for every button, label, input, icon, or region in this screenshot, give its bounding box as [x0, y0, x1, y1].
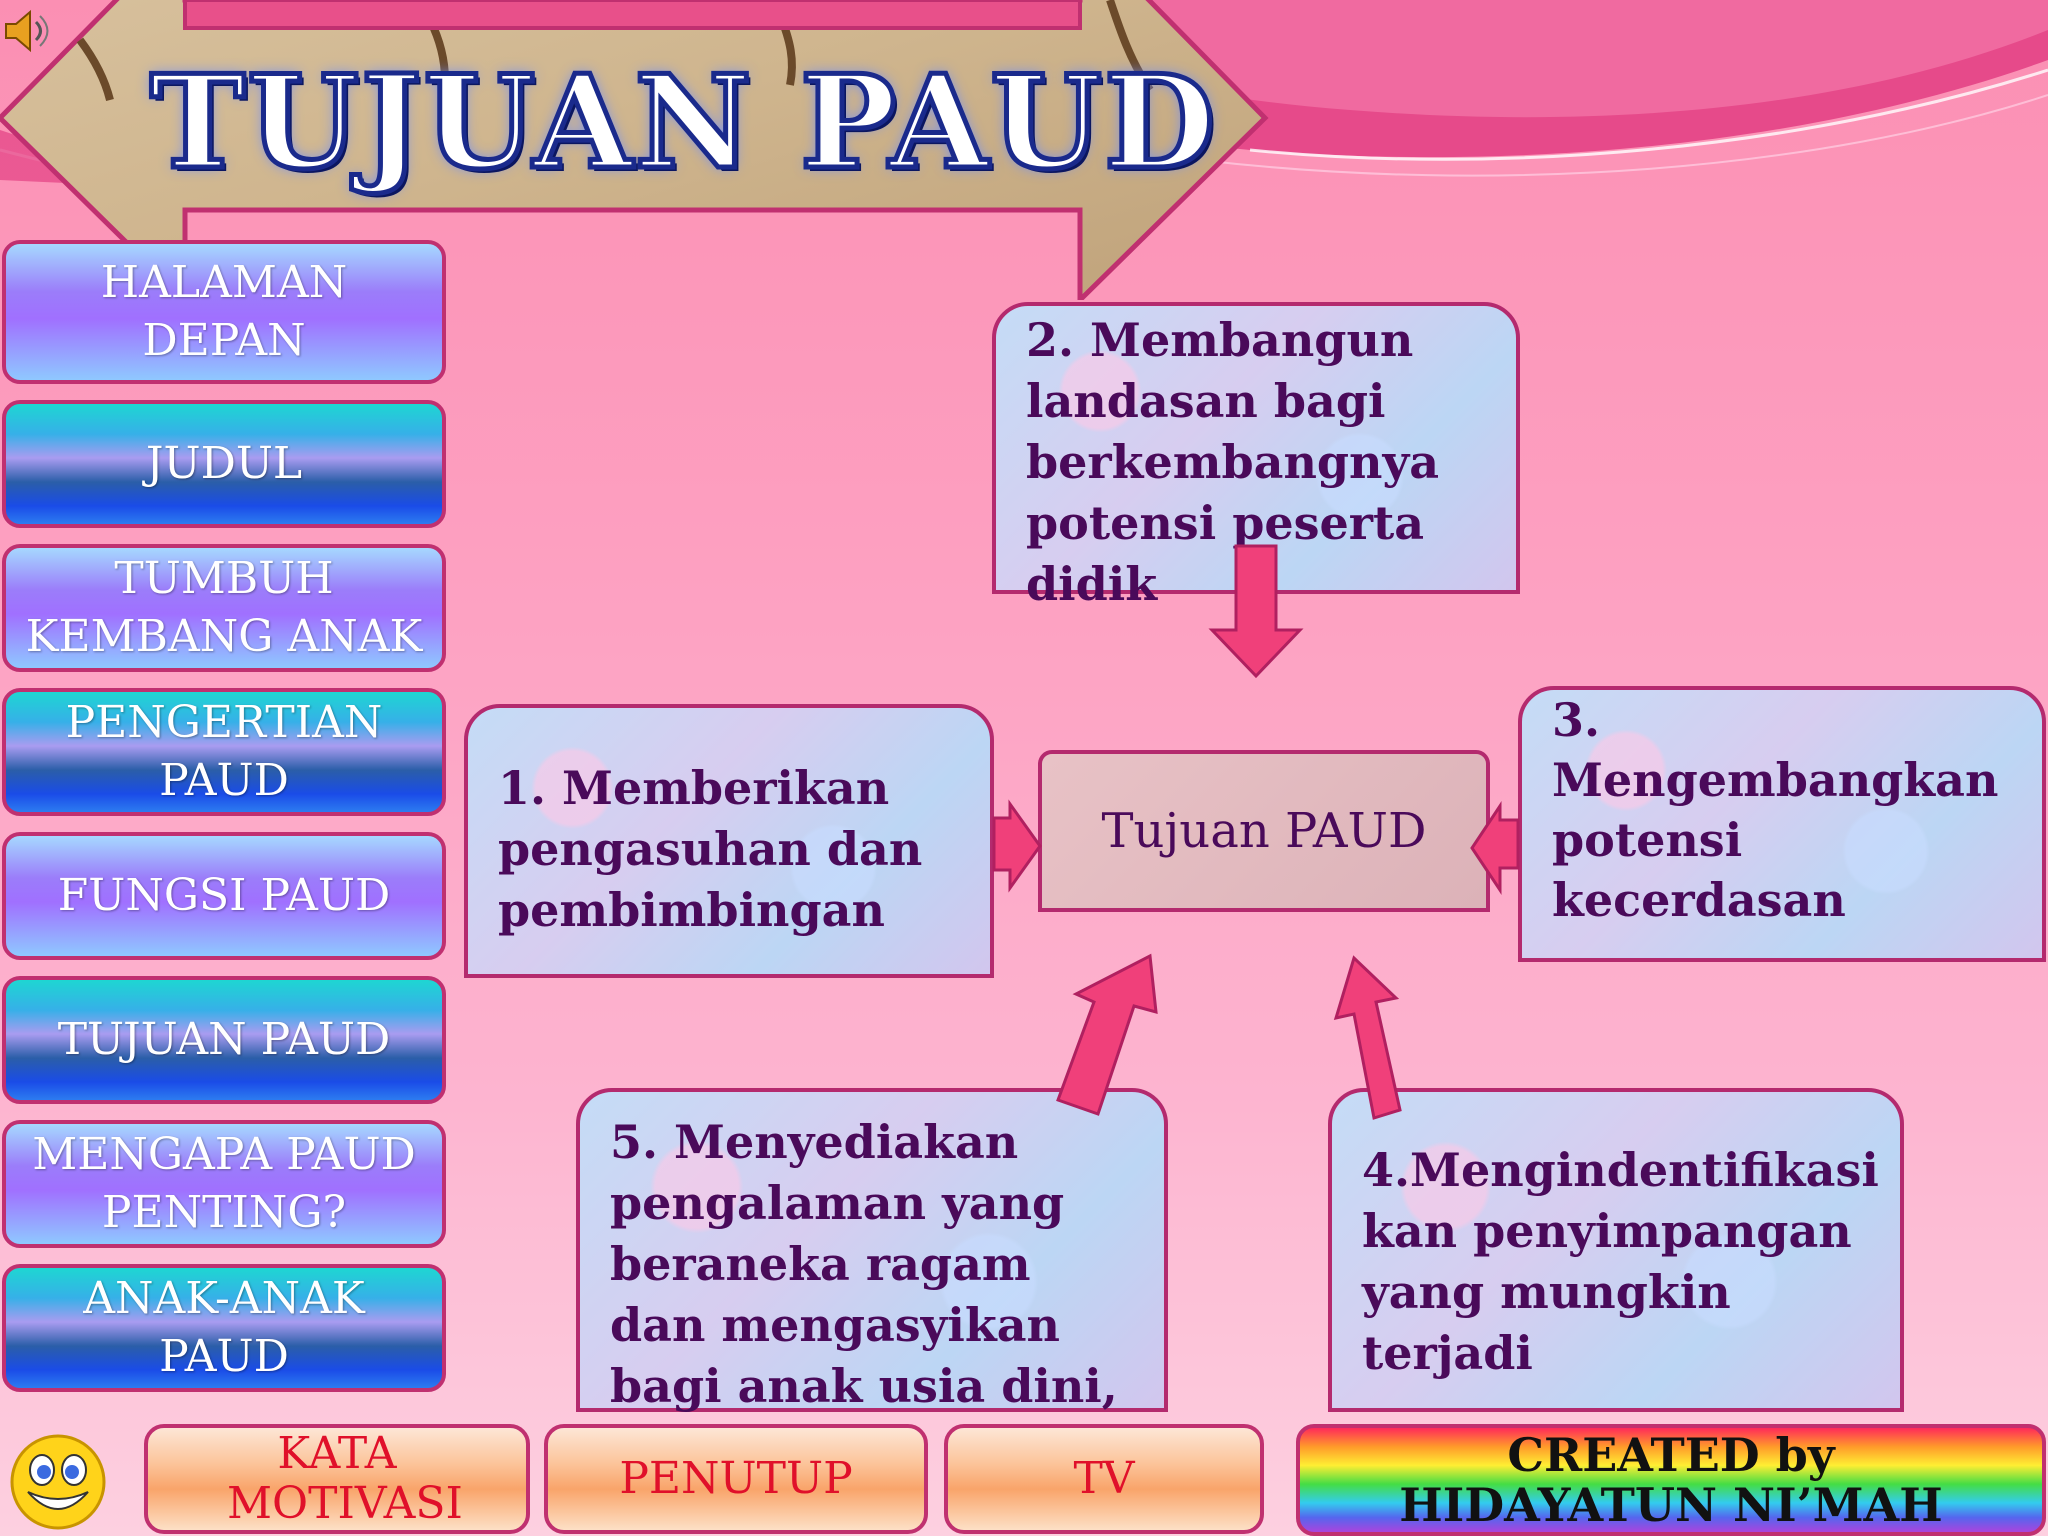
nav-pengertian-paud-button[interactable]: PENGERTIAN PAUD [2, 688, 446, 816]
goal-2-text: 2. Membangun landasan bagi berkembangnya… [1026, 313, 1440, 611]
goal-3-text: 3. Mengembangkan potensi kecerdasan [1552, 693, 1999, 927]
penutup-button[interactable]: PENUTUP [544, 1424, 928, 1534]
nav-label: HALAMAN DEPAN [100, 257, 348, 366]
goal-1-text: 1. Memberikan pengasuhan dan pembimbinga… [498, 761, 923, 937]
tv-button[interactable]: TV [944, 1424, 1264, 1534]
goal-1-box: 1. Memberikan pengasuhan dan pembimbinga… [464, 704, 994, 978]
title-banner-arrow [0, 0, 1269, 300]
nav-tumbuh-kembang-anak-button[interactable]: TUMBUH KEMBANG ANAK [2, 544, 446, 672]
tv-label: TV [1073, 1453, 1135, 1504]
center-tujuan-paud-box: Tujuan PAUD [1038, 750, 1490, 912]
speaker-icon[interactable] [2, 6, 50, 56]
nav-label: ANAK-ANAK PAUD [83, 1273, 365, 1382]
goal-5-box: 5. Menyediakan pengalaman yang beraneka … [576, 1088, 1168, 1413]
nav-halaman-depan-button[interactable]: HALAMAN DEPAN [2, 240, 446, 384]
credit-text: CREATED by HIDAYATUN NI’MAH [1399, 1428, 1943, 1532]
penutup-label: PENUTUP [619, 1453, 853, 1504]
nav-label: JUDUL [145, 438, 303, 489]
credit-banner: CREATED by HIDAYATUN NI’MAH [1296, 1424, 2046, 1536]
nav-label: TUJUAN PAUD [57, 1014, 391, 1065]
nav-label: MENGAPA PAUD PENTING? [32, 1129, 416, 1238]
goal-5-text: 5. Menyediakan pengalaman yang beraneka … [610, 1115, 1118, 1413]
page-title: TUJUAN PAUD [148, 46, 1218, 201]
goal-2-box: 2. Membangun landasan bagi berkembangnya… [992, 302, 1520, 611]
center-label: Tujuan PAUD [1101, 803, 1427, 859]
nav-anak-anak-paud-button[interactable]: ANAK-ANAK PAUD [2, 1264, 446, 1392]
nav-label: FUNGSI PAUD [57, 870, 391, 921]
smiley-icon[interactable] [4, 1426, 112, 1534]
goal-3-box: 3. Mengembangkan potensi kecerdasan [1518, 686, 2046, 962]
arrow-right-icon [992, 799, 1042, 893]
nav-label: TUMBUH KEMBANG ANAK [25, 553, 423, 662]
nav-mengapa-paud-penting-button[interactable]: MENGAPA PAUD PENTING? [2, 1120, 446, 1248]
nav-judul-button[interactable]: JUDUL [2, 400, 446, 528]
kata-motivasi-button[interactable]: KATA MOTIVASI [144, 1424, 530, 1534]
nav-label: PENGERTIAN PAUD [65, 697, 383, 806]
goal-4-text: 4.Mengindentifikasi kan penyimpangan yan… [1362, 1143, 1879, 1380]
nav-fungsi-paud-button[interactable]: FUNGSI PAUD [2, 832, 446, 960]
kata-motivasi-label: KATA MOTIVASI [227, 1428, 463, 1529]
goal-4-box: 4.Mengindentifikasi kan penyimpangan yan… [1328, 1088, 1904, 1412]
nav-tujuan-paud-button[interactable]: TUJUAN PAUD [2, 976, 446, 1104]
